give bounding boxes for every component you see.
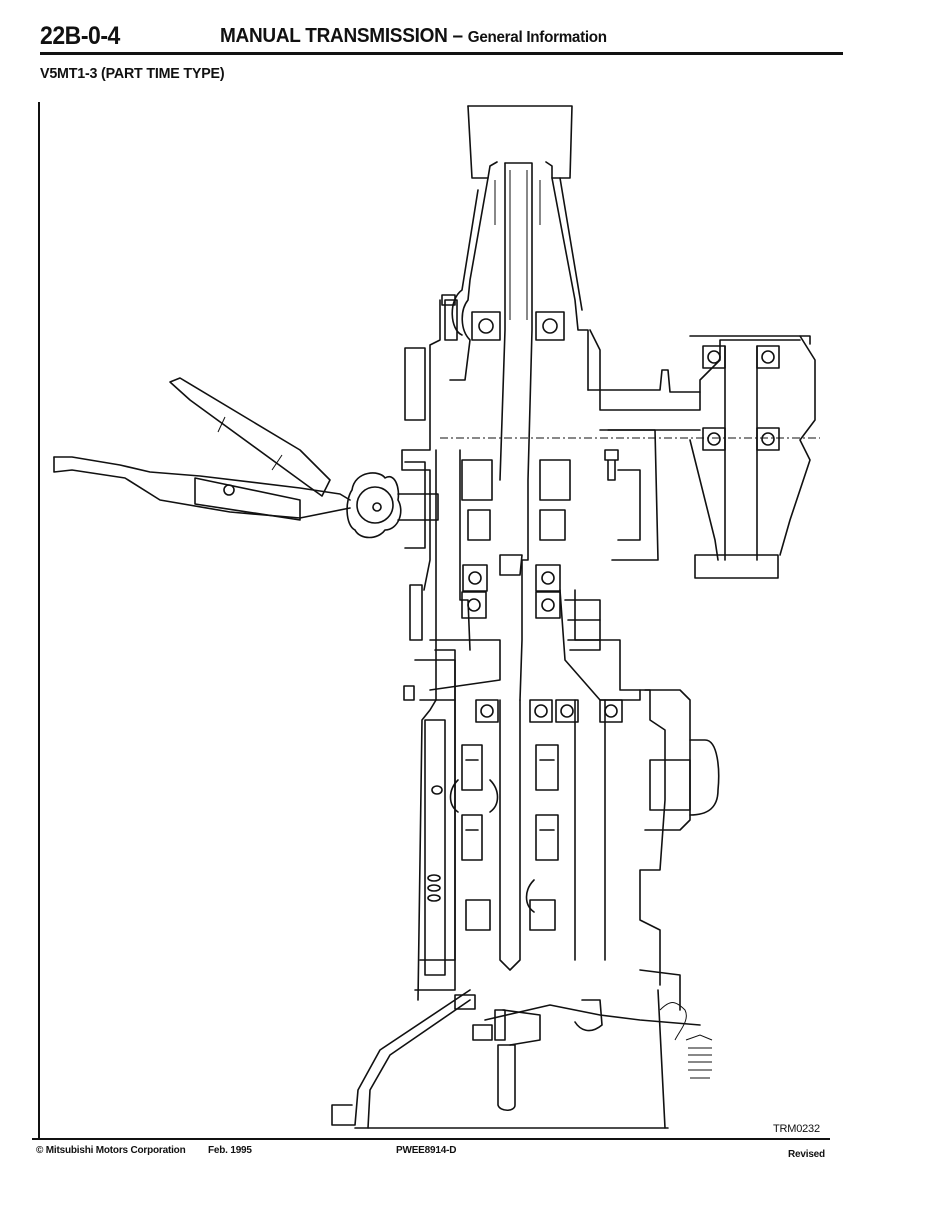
footer-status: Revised <box>788 1149 825 1160</box>
figure-frame-left <box>38 102 40 1140</box>
transmission-cross-section-diagram <box>40 100 840 1138</box>
front-housing <box>449 177 589 391</box>
input-cover <box>467 105 573 179</box>
shift-housing <box>346 461 439 549</box>
page-title-main: MANUAL TRANSMISSION <box>220 25 448 47</box>
section-title: V5MT1-3 (PART TIME TYPE) <box>40 65 225 82</box>
main-gear-train <box>417 449 641 1001</box>
page-title: MANUAL TRANSMISSION – General Informatio… <box>220 25 607 48</box>
page-title-separator: – <box>447 25 468 47</box>
page-title-sub: General Information <box>467 29 607 46</box>
footer-code: PWEE8914-D <box>396 1145 457 1156</box>
rear-case-right <box>574 589 720 1011</box>
footer-date: Feb. 1995 <box>208 1145 252 1156</box>
case-bolts <box>441 294 811 481</box>
shift-lever <box>53 377 351 521</box>
figure-id: TRM0232 <box>773 1123 820 1135</box>
extension-housing <box>331 989 713 1129</box>
figure-frame-bottom <box>32 1138 830 1140</box>
lower-shafts <box>419 649 623 971</box>
synchronizers <box>449 744 559 931</box>
input-shaft <box>499 162 533 701</box>
header-rule <box>40 52 843 55</box>
transfer-case <box>607 335 816 579</box>
shift-rail <box>403 584 456 991</box>
front-bearings <box>444 299 565 341</box>
transmission-drawing <box>53 105 820 1129</box>
footer-copyright: © Mitsubishi Motors Corporation <box>36 1145 186 1156</box>
page-number: 22B-0-4 <box>40 22 120 50</box>
